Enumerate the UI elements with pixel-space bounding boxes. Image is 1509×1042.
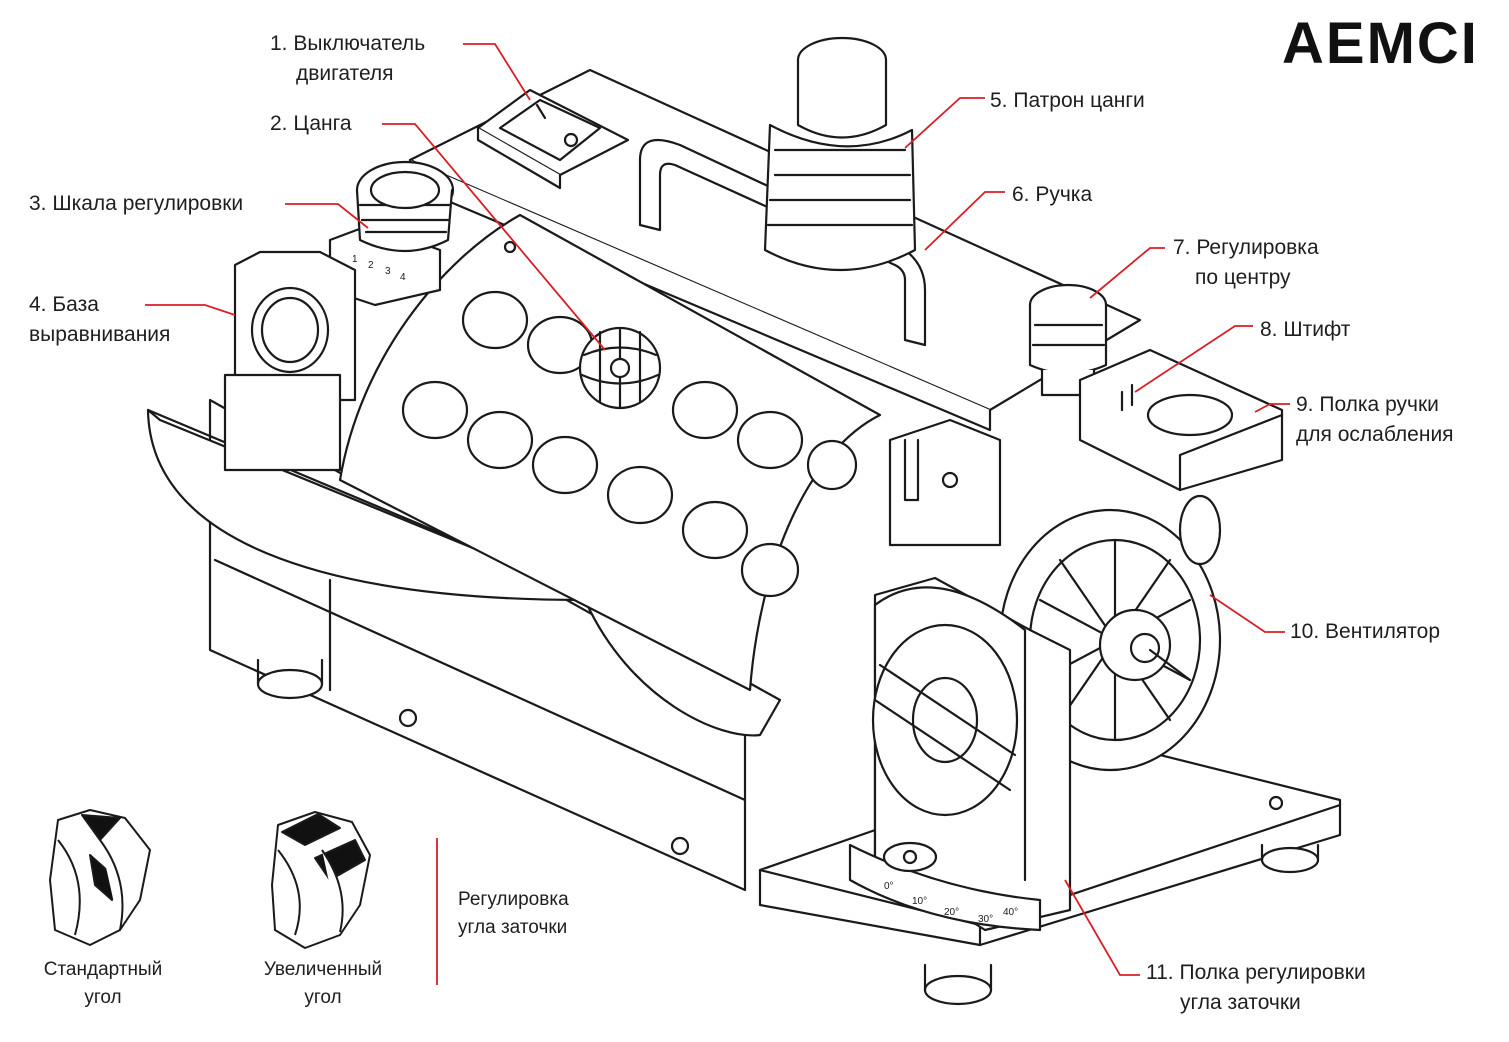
callout-alignment-base: 4. База выравнивания — [29, 290, 170, 350]
center-adjustment-knob — [1028, 283, 1108, 397]
dial-tick: 10° — [912, 896, 927, 907]
callout-pin: 8. Штифт — [1260, 315, 1350, 345]
leader-lines — [145, 43, 1290, 985]
enlarged-angle-drill-icon — [271, 811, 371, 949]
callout-motor-switch: 1. Выключатель двигателя — [270, 29, 425, 89]
callout-line: 8. Штифт — [1260, 318, 1351, 341]
callout-line: двигателя — [296, 62, 394, 85]
dial-tick: 20° — [944, 907, 959, 918]
callout-line: 6. Ручка — [1012, 183, 1093, 206]
caption-line: Увеличенный — [263, 959, 383, 980]
callout-line: 9. Полка ручки — [1296, 393, 1439, 416]
callout-line: 3. Шкала регулировки — [29, 192, 244, 215]
callout-line: угла заточки — [1180, 991, 1301, 1014]
callout-line: 4. База — [29, 293, 99, 316]
dial-tick: 0° — [884, 881, 894, 892]
angle-dial: 0° 10° 20° 30° 40° — [884, 881, 1018, 925]
caption-line: угол — [304, 987, 342, 1008]
scale-dial: 1 2 3 4 — [352, 254, 406, 283]
callout-line: 7. Регулировка — [1173, 236, 1319, 259]
callout-line: 10. Вентилятор — [1290, 620, 1441, 643]
dial-tick: 40° — [1003, 907, 1018, 918]
callout-line: 1. Выключатель — [270, 32, 426, 55]
collet-chuck — [763, 36, 917, 271]
collet-storage-cover — [338, 213, 882, 692]
caption-standard-angle: Стандартный угол — [38, 956, 168, 1012]
scale-tick: 2 — [368, 260, 374, 271]
standard-angle-drill-icon — [49, 809, 151, 946]
caption-line: угол — [84, 987, 122, 1008]
fan — [998, 494, 1222, 772]
loosening-shelf — [1078, 348, 1284, 492]
callout-fan: 10. Вентилятор — [1290, 617, 1440, 647]
grinding-head-block — [888, 418, 1002, 547]
callout-loosening-shelf: 9. Полка ручки для ослабления — [1296, 390, 1454, 450]
dial-tick: 30° — [978, 914, 993, 925]
callout-line: 2. Цанга — [270, 112, 352, 135]
callout-angle-shelf: 11. Полка регулировки угла заточки — [1146, 958, 1366, 1018]
caption-line: Регулировка — [458, 889, 569, 910]
callout-center-adjustment: 7. Регулировка по центру — [1173, 233, 1319, 293]
motor-switch — [476, 88, 630, 190]
collet — [578, 326, 662, 410]
callout-collet: 2. Цанга — [270, 109, 352, 139]
caption-angle-adjustment: Регулировка угла заточки — [458, 886, 569, 942]
callout-line: 11. Полка регулировки — [1146, 961, 1366, 984]
callout-adjustment-scale: 3. Шкала регулировки — [29, 189, 243, 219]
callout-handle: 6. Ручка — [1012, 180, 1092, 210]
brand-logo: AEMCI — [1282, 11, 1479, 76]
callout-line: по центру — [1195, 266, 1291, 289]
callout-line: 5. Патрон цанги — [990, 89, 1145, 112]
caption-line: Стандартный — [43, 959, 163, 980]
scale-tick: 3 — [385, 266, 391, 277]
adjustment-scale — [328, 160, 455, 307]
scale-tick: 1 — [352, 254, 358, 265]
callout-collet-chuck: 5. Патрон цанги — [990, 86, 1145, 116]
alignment-base — [223, 250, 357, 472]
scale-tick: 4 — [400, 272, 406, 283]
caption-line: угла заточки — [458, 917, 568, 938]
angle-adjustment-shelf — [848, 576, 1072, 932]
caption-enlarged-angle: Увеличенный угол — [256, 956, 390, 1012]
callout-line: выравнивания — [29, 323, 171, 346]
callout-line: для ослабления — [1296, 423, 1454, 446]
